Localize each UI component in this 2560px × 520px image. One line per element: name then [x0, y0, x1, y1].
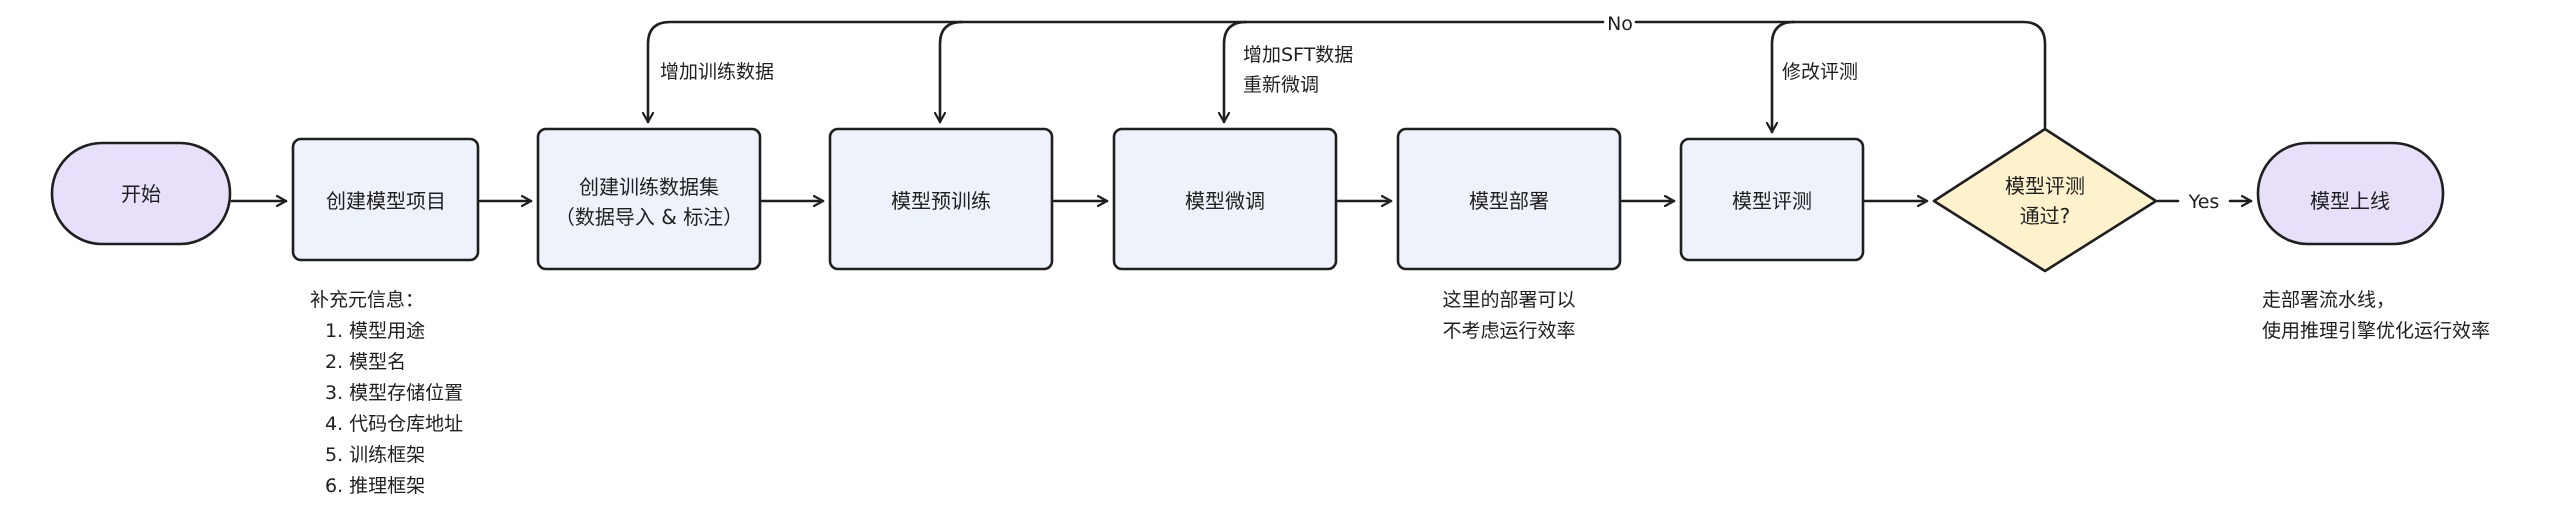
pretrain-node: 模型预训练	[828, 127, 1054, 271]
create-project-label: 创建模型项目	[326, 189, 446, 213]
deploy-label: 模型部署	[1469, 189, 1549, 213]
edge-label-add-sft-line1: 增加SFT数据	[1243, 44, 1353, 66]
create-project-node: 创建模型项目	[291, 137, 480, 262]
deploy-node: 模型部署	[1396, 127, 1622, 271]
note-line: 4. 代码仓库地址	[325, 413, 463, 435]
pretrain-label: 模型预训练	[891, 189, 991, 213]
note-line: 补充元信息：	[310, 289, 424, 311]
create-dataset-label-line2: （数据导入 & 标注）	[555, 205, 743, 229]
start-label: 开始	[121, 182, 161, 206]
note-line: 不考虑运行效率	[1442, 320, 1575, 342]
note-line: 5. 训练框架	[325, 444, 425, 466]
evaluate-label: 模型评测	[1732, 189, 1812, 213]
edge-label-modify-eval: 修改评测	[1782, 61, 1858, 83]
edge-label-yes: Yes	[2188, 191, 2220, 213]
online-terminal: 模型上线	[2256, 141, 2445, 246]
loop-no-left	[648, 20, 1605, 124]
online-label: 模型上线	[2310, 189, 2390, 213]
create-dataset-label-line1: 创建训练数据集	[579, 175, 719, 199]
loop-to-pretrain	[940, 20, 964, 124]
note-line: 1. 模型用途	[325, 320, 425, 342]
start-terminal: 开始	[50, 141, 232, 246]
edge-label-add-sft-line2: 重新微调	[1243, 74, 1319, 96]
decision-node: 模型评测 通过?	[1932, 127, 2158, 273]
note-line: 这里的部署可以	[1442, 289, 1575, 311]
project-info-note: 补充元信息： 1. 模型用途 2. 模型名 3. 模型存储位置 4. 代码仓库地…	[310, 289, 463, 497]
online-note: 走部署流水线， 使用推理引擎优化运行效率	[2262, 289, 2490, 342]
decision-label-line1: 模型评测	[2005, 174, 2085, 198]
create-dataset-node: 创建训练数据集 （数据导入 & 标注）	[536, 127, 762, 271]
loop-no-main	[1634, 20, 2047, 129]
decision-label-line2: 通过?	[2020, 204, 2071, 228]
note-line: 3. 模型存储位置	[325, 382, 463, 404]
note-line: 走部署流水线，	[2262, 289, 2395, 311]
note-line: 6. 推理框架	[325, 475, 425, 497]
loop-to-finetune	[1224, 20, 1248, 124]
edge-label-add-training-data: 增加训练数据	[660, 61, 774, 83]
finetune-label: 模型微调	[1185, 189, 1265, 213]
finetune-node: 模型微调	[1112, 127, 1338, 271]
note-line: 使用推理引擎优化运行效率	[2262, 320, 2490, 342]
edge-label-no: No	[1607, 13, 1633, 35]
evaluate-node: 模型评测	[1679, 137, 1865, 262]
note-line: 2. 模型名	[325, 351, 406, 373]
loop-to-evaluate	[1772, 20, 1796, 134]
deploy-note: 这里的部署可以 不考虑运行效率	[1442, 289, 1575, 342]
